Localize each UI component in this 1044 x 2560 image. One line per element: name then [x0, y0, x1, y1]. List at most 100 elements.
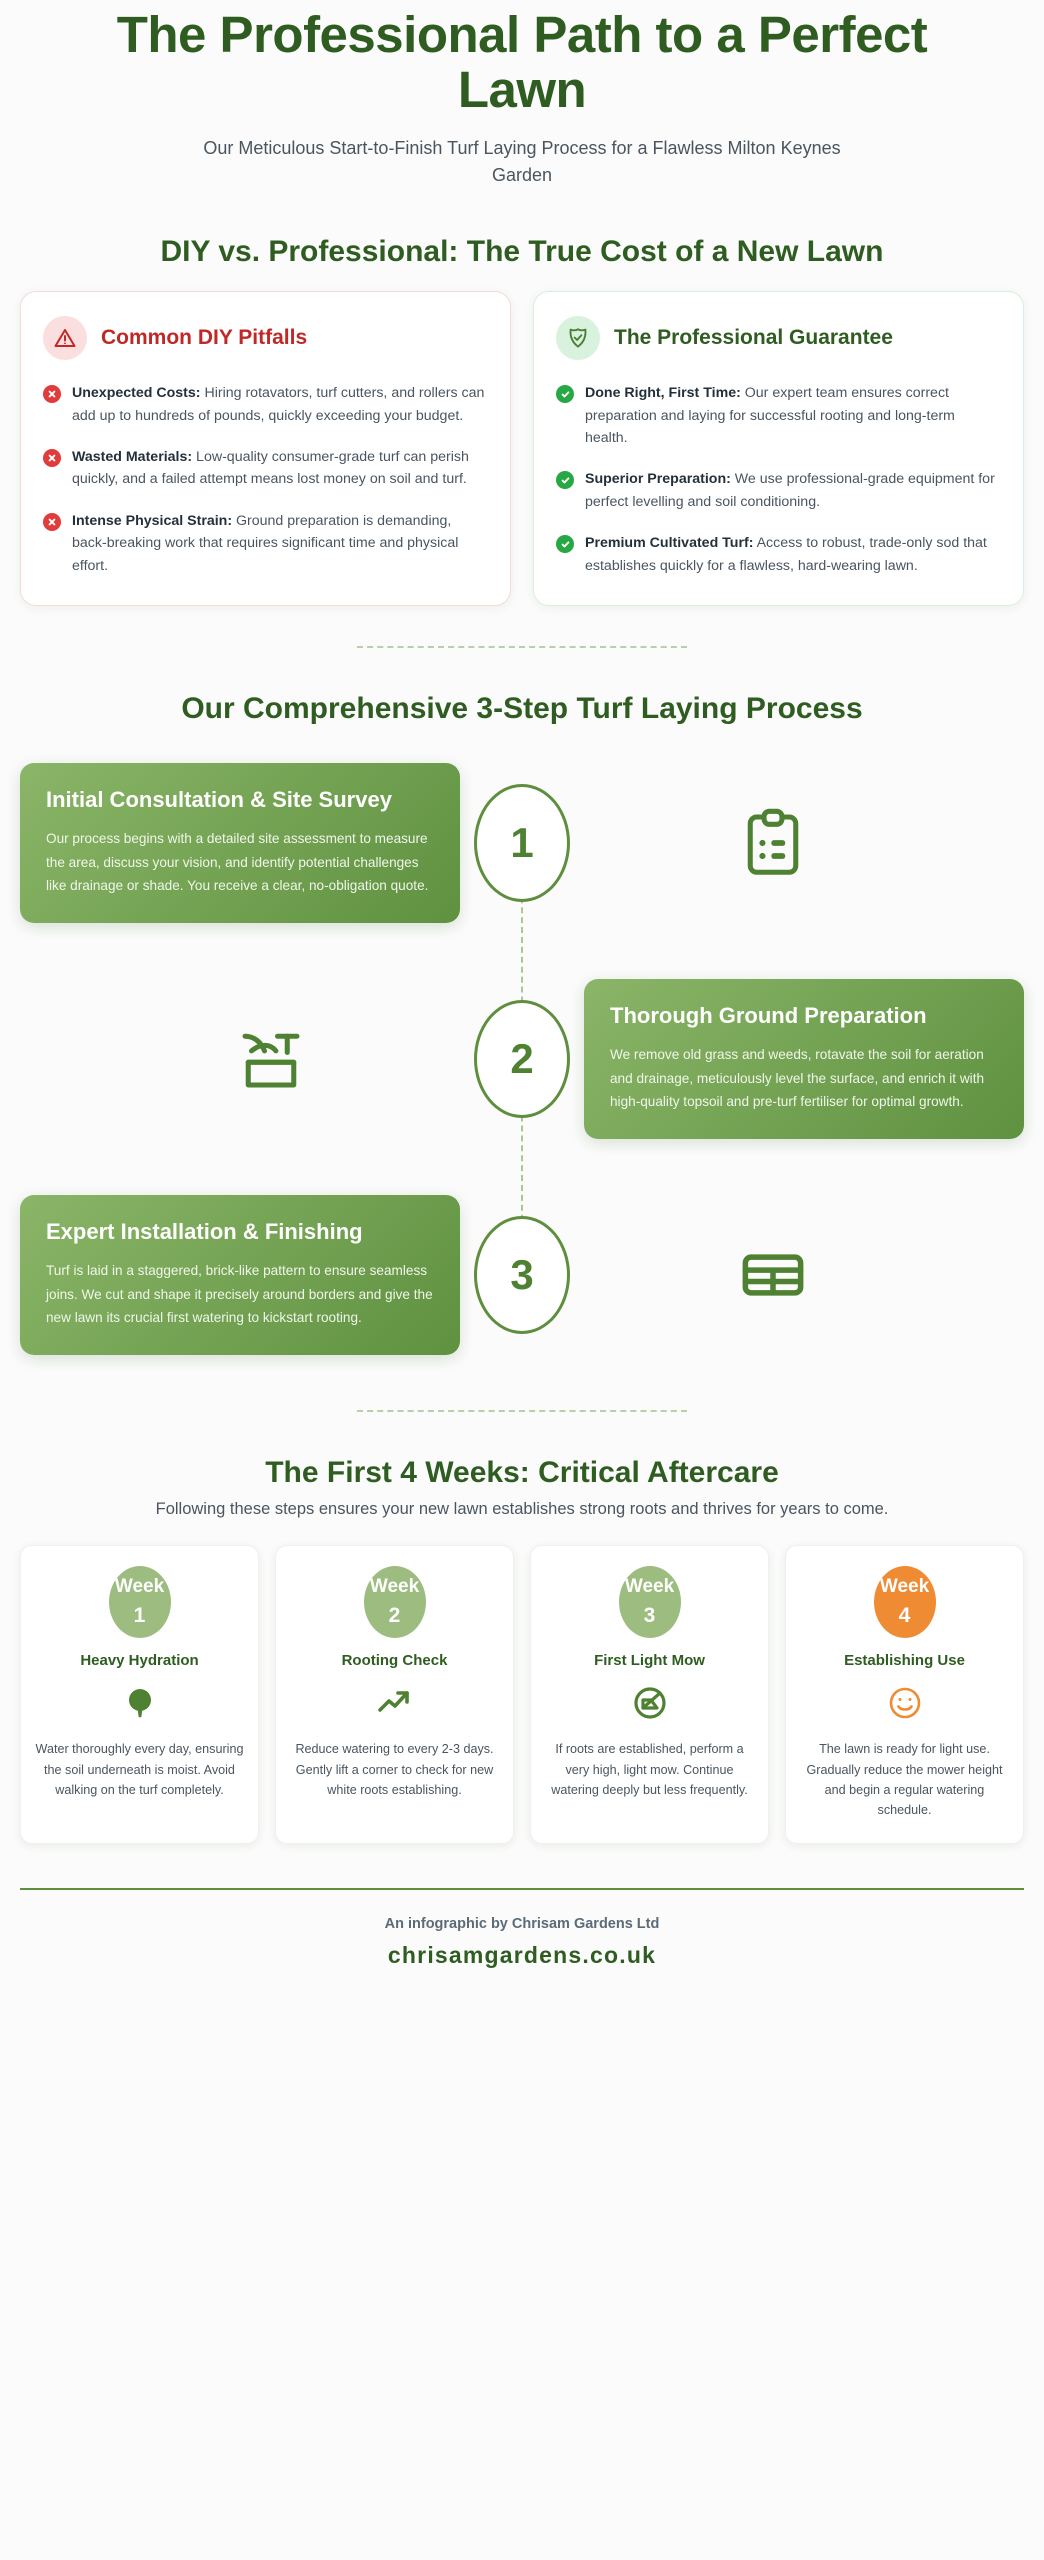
diy-points-list: Unexpected Costs: Hiring rotavators, tur… — [43, 382, 488, 577]
point-label: Done Right, First Time: — [585, 385, 741, 402]
point-label: Superior Preparation: — [585, 471, 731, 488]
brick-grid-icon — [742, 1254, 804, 1296]
week-card-4: Week 4 Establishing Use The lawn is read… — [785, 1545, 1024, 1844]
clipboard-list-icon — [747, 808, 799, 875]
list-item: Wasted Materials: Low-quality consumer-g… — [43, 446, 488, 491]
point-label: Wasted Materials: — [72, 449, 193, 465]
aftercare-section-heading: The First 4 Weeks: Critical Aftercare — [265, 1456, 779, 1490]
point-text: Access to robust, trade-only sod that es… — [585, 535, 987, 574]
week-2-badge-label: Week — [369, 1576, 420, 1598]
step-1-icon-side — [522, 804, 1024, 882]
section-divider-top — [357, 646, 687, 649]
list-item: Intense Physical Strain: Ground preparat… — [43, 510, 488, 577]
diy-card-title: Common DIY Pitfalls — [101, 326, 308, 350]
process-step-3: Expert Installation & Finishing Turf is … — [20, 1180, 1024, 1370]
process-section-heading: Our Comprehensive 3-Step Turf Laying Pro… — [181, 692, 863, 726]
step-1-text: Our process begins with a detailed site … — [46, 831, 429, 894]
week-card-2: Week 2 Rooting Check Reduce watering to … — [275, 1545, 514, 1844]
pro-card-title: The Professional Guarantee — [614, 326, 893, 350]
cross-circle-icon — [43, 512, 61, 531]
step-2-number: 2 — [474, 1000, 570, 1119]
week-4-badge: Week 4 — [873, 1566, 936, 1639]
step-3-title: Expert Installation & Finishing — [46, 1218, 363, 1244]
point-label: Premium Cultivated Turf: — [585, 535, 754, 552]
check-circle-icon — [556, 471, 574, 490]
hero-section: The Professional Path to a Perfect Lawn … — [20, 0, 1024, 191]
list-item-body: Done Right, First Time: Our expert team … — [585, 382, 1001, 449]
list-item: Superior Preparation: We use professiona… — [556, 468, 1001, 513]
step-1-number: 1 — [474, 784, 570, 903]
week-card-3: Week 3 First Light Mow If roots are esta… — [530, 1545, 769, 1844]
cross-circle-icon — [43, 449, 61, 467]
week-4-badge-label: Week — [879, 1576, 930, 1598]
week-3-text: If roots are established, perform a very… — [551, 1742, 748, 1797]
compare-section-heading: DIY vs. Professional: The True Cost of a… — [160, 235, 884, 269]
week-4-text: The lawn is ready for light use. Gradual… — [806, 1742, 1003, 1818]
footer-website[interactable]: chrisamgardens.co.uk — [387, 1941, 657, 1968]
list-item-body: Wasted Materials: Low-quality consumer-g… — [72, 446, 488, 491]
footer: An infographic by Chrisam Gardens Ltd ch… — [20, 1887, 1024, 1995]
check-circle-icon — [556, 385, 574, 404]
week-3-badge-number: 3 — [643, 1603, 656, 1627]
page-subtitle: Our Meticulous Start-to-Finish Turf Layi… — [203, 138, 841, 186]
section-divider-bottom — [357, 1410, 687, 1413]
list-item: Premium Cultivated Turf: Access to robus… — [556, 532, 1001, 577]
step-2-title: Thorough Ground Preparation — [610, 1002, 927, 1028]
step-2-text: We remove old grass and weeds, rotavate … — [610, 1047, 985, 1110]
trending-up-icon — [377, 1691, 409, 1712]
week-3-title: First Light Mow — [594, 1652, 705, 1670]
step-2-card: Thorough Ground Preparation We remove ol… — [584, 978, 1024, 1140]
pro-card-header: The Professional Guarantee — [556, 316, 1001, 361]
step-1-card: Initial Consultation & Site Survey Our p… — [20, 762, 460, 924]
aftercare-week-cards: Week 1 Heavy Hydration Water thoroughly … — [20, 1545, 1024, 1844]
week-2-title: Rooting Check — [341, 1652, 448, 1670]
list-item: Done Right, First Time: Our expert team … — [556, 382, 1001, 449]
week-3-badge: Week 3 — [618, 1566, 681, 1639]
week-2-badge: Week 2 — [363, 1566, 426, 1639]
step-3-text: Turf is laid in a staggered, brick-like … — [46, 1263, 433, 1326]
page-title: The Professional Path to a Perfect Lawn — [116, 6, 928, 118]
list-item-body: Premium Cultivated Turf: Access to robus… — [585, 532, 1001, 577]
water-drop-icon — [128, 1689, 151, 1718]
week-2-badge-number: 2 — [388, 1603, 401, 1627]
point-label: Intense Physical Strain: — [72, 512, 233, 529]
week-card-1: Week 1 Heavy Hydration Water thoroughly … — [20, 1545, 259, 1844]
shield-check-icon — [556, 316, 600, 361]
professional-guarantee-card: The Professional Guarantee Done Right, F… — [533, 291, 1024, 607]
list-item-body: Unexpected Costs: Hiring rotavators, tur… — [72, 382, 488, 427]
week-1-text: Water thoroughly every day, ensuring the… — [35, 1742, 244, 1797]
diy-pitfalls-card: Common DIY Pitfalls Unexpected Costs: Hi… — [20, 291, 511, 607]
step-1-text-side: Initial Consultation & Site Survey Our p… — [20, 762, 522, 924]
step-3-icon-side — [522, 1236, 1024, 1314]
week-1-badge: Week 1 — [108, 1566, 171, 1639]
point-label: Unexpected Costs: — [72, 385, 201, 402]
process-timeline: Initial Consultation & Site Survey Our p… — [20, 748, 1024, 1370]
week-1-title: Heavy Hydration — [80, 1652, 199, 1670]
cross-circle-icon — [43, 385, 61, 404]
process-step-1: Initial Consultation & Site Survey Our p… — [20, 748, 1024, 938]
pro-points-list: Done Right, First Time: Our expert team … — [556, 382, 1001, 577]
point-text: Low-quality consumer-grade turf can peri… — [72, 449, 469, 488]
list-item-body: Intense Physical Strain: Ground preparat… — [72, 510, 488, 577]
week-2-text: Reduce watering to every 2-3 days. Gentl… — [295, 1742, 494, 1797]
footer-credit: An infographic by Chrisam Gardens Ltd — [384, 1915, 660, 1932]
point-text: Our expert team ensures correct preparat… — [585, 385, 955, 446]
week-3-badge-label: Week — [624, 1576, 675, 1598]
mower-circle-icon — [633, 1687, 666, 1719]
week-4-badge-number: 4 — [898, 1603, 911, 1627]
smiley-face-icon — [889, 1687, 920, 1719]
point-text: We use professional-grade equipment for … — [585, 471, 995, 510]
point-text: Ground preparation is demanding, back-br… — [72, 512, 459, 574]
diy-card-header: Common DIY Pitfalls — [43, 316, 488, 361]
week-4-title: Establishing Use — [844, 1652, 965, 1670]
aftercare-section-subheading: Following these steps ensures your new l… — [155, 1500, 889, 1519]
week-1-badge-label: Week — [114, 1576, 165, 1598]
step-3-text-side: Expert Installation & Finishing Turf is … — [20, 1194, 522, 1356]
step-3-number: 3 — [474, 1216, 570, 1335]
list-item: Unexpected Costs: Hiring rotavators, tur… — [43, 382, 488, 427]
check-circle-icon — [556, 535, 574, 554]
week-1-badge-number: 1 — [133, 1603, 146, 1627]
step-3-card: Expert Installation & Finishing Turf is … — [20, 1194, 460, 1356]
list-item-body: Superior Preparation: We use professiona… — [585, 468, 1001, 513]
process-step-2: Thorough Ground Preparation We remove ol… — [20, 964, 1024, 1154]
